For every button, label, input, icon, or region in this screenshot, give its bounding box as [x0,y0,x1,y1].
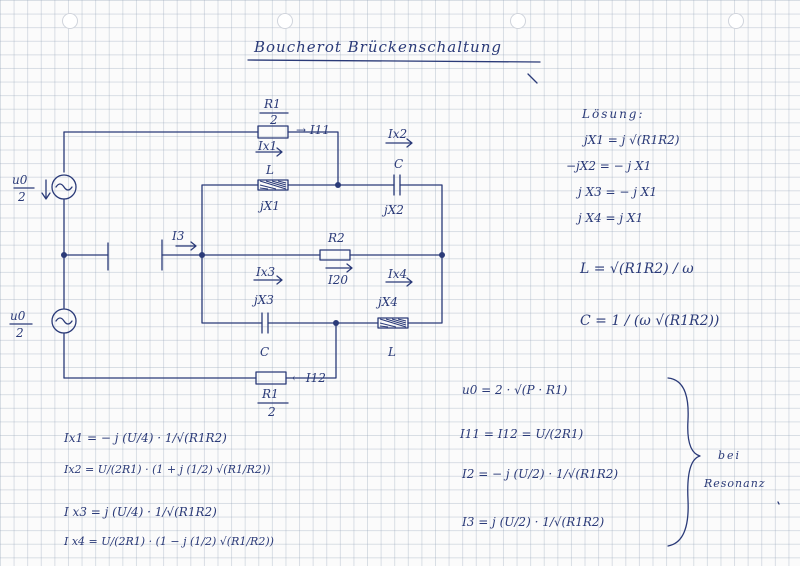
current-label-ix4: Ix4 [388,267,408,281]
result-equation: I2 = − j (U/2) · 1/√(R1R2) [462,467,619,481]
result-equation: I3 = j (U/2) · 1/√(R1R2) [462,515,605,529]
reactance-label: jX1 [260,199,280,213]
current-label-ix1: Ix1 [258,139,278,153]
reactance-label: jX4 [378,295,398,309]
current-label-i20: I20 [328,273,349,287]
current-arrow-i20 [325,263,353,273]
capacitance-formula: C = 1 / (ω √(R1R2)) [580,313,720,329]
solution-line: j X3 = − j X1 [578,185,657,199]
capacitor-c-top [393,174,401,196]
current-arrow-ix2 [385,138,413,148]
note-line: Resonanz [704,477,766,490]
capacitor-label: C [394,157,404,171]
inductance-formula: L = √(R1R2) / ω [580,261,694,277]
source-denominator: 2 [18,190,26,204]
binder-hole [62,13,78,29]
capacitor-label: C [260,345,270,359]
source-label: u0 [12,173,28,187]
current-arrow-i3 [175,241,197,251]
result-equation: u0 = 2 · √(P · R1) [462,383,568,397]
current-arrow-ix4 [385,277,413,287]
page-title: Boucherot Brückenschaltung [254,38,502,56]
ac-symbol [55,183,73,191]
binder-hole [510,13,526,29]
current-equation: Ix1 = − j (U/4) · 1/√(R1R2) [64,431,227,445]
solution-line: −jX2 = − j X1 [566,159,652,173]
resistor-label: R2 [328,231,345,245]
pen-dot [777,501,780,505]
resistor-r2 [319,249,351,261]
resistor-label: R1 [264,97,281,111]
current-equation: I x3 = j (U/4) · 1/√(R1R2) [64,505,217,519]
voltage-arrow [41,179,51,200]
inductor-label: L [388,345,396,359]
wire [285,322,337,379]
wire [407,254,443,324]
resistor-label: R1 [262,387,279,401]
current-equation: Ix2 = U/(2R1) · (1 + j (1/2) √(R1/R2)) [64,463,271,476]
solution-line: jX1 = j √(R1R2) [584,133,680,147]
pen-mark [527,73,538,84]
reactance-label: jX2 [384,203,404,217]
resistor-denominator: 2 [270,113,278,127]
current-label-i12: ← I12 [292,371,326,385]
current-label-ix3: Ix3 [256,265,276,279]
inductor-hatch [259,180,287,190]
wire [287,131,339,186]
reactance-label: jX3 [254,293,274,307]
wire [201,254,263,324]
result-equation: I11 = I12 = U/(2R1) [460,427,584,441]
current-label-ix2: Ix2 [388,127,408,141]
resistor-denominator: 2 [268,405,276,419]
inductor-label: L [266,163,274,177]
inductor-hatch [379,318,407,328]
note-line: bei [718,449,742,462]
brace [667,377,701,547]
solution-line: j X4 = j X1 [578,211,644,225]
current-equation: I x4 = U/(2R1) · (1 − j (1/2) √(R1/R2)) [64,535,274,548]
solution-heading: Lösung: [582,107,645,121]
ac-symbol [55,317,73,325]
resistor-r1-bottom [255,371,287,385]
resistor-r1-top [257,125,289,139]
wire [399,184,443,256]
capacitor-c-bottom [261,312,269,334]
current-arrow-ix1 [255,147,283,157]
binder-hole [728,13,744,29]
source-label: u0 [10,309,26,323]
wire [201,184,259,256]
binder-hole [277,13,293,29]
current-label-i3: I3 [172,229,185,243]
title-underline [247,59,541,63]
current-arrow-ix3 [253,275,283,285]
node [335,182,341,188]
current-label-i11: → I11 [296,123,330,137]
source-denominator: 2 [16,326,24,340]
